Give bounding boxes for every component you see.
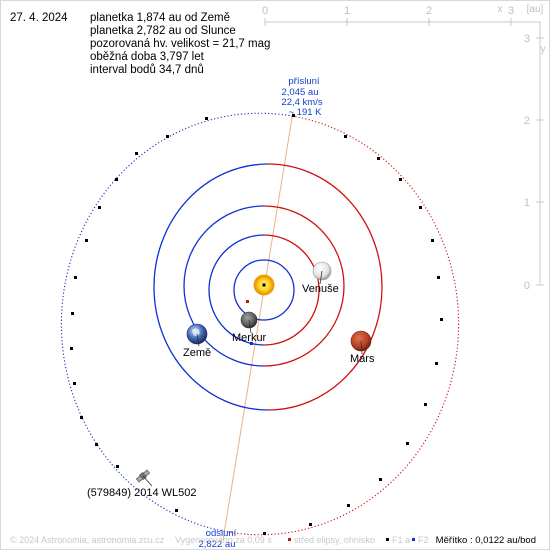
top-axis <box>264 18 540 26</box>
copyright-text: © 2024 Astronomia, astronomia.zcu.cz <box>10 535 165 545</box>
orbit-point <box>73 382 76 385</box>
orbit-point <box>135 152 138 155</box>
earth-label: Země <box>183 347 211 359</box>
orbit-point <box>70 347 73 350</box>
venus-label-pointer <box>319 270 323 285</box>
perihelion-temperature: ~ 191 K <box>288 107 322 118</box>
mars-label-pointer <box>360 340 363 355</box>
orbit-point <box>292 114 295 117</box>
mercury-label: Merkur <box>232 332 267 344</box>
asteroid-label: (579849) 2014 WL502 <box>87 487 196 499</box>
orbit-point <box>424 403 427 406</box>
legend-f1-label: F1 a <box>392 535 411 545</box>
mars-label: Mars <box>350 353 375 365</box>
orbit-point <box>175 509 178 512</box>
info-block: planetka 1,874 au od Země planetka 2,782… <box>90 12 270 77</box>
x-axis-label: x <box>498 4 503 15</box>
orbit-point <box>166 135 169 138</box>
aphelion-title: odsluní <box>206 528 237 539</box>
asteroid-orbit-red <box>227 115 460 536</box>
legend-f2-marker <box>412 538 415 541</box>
orbit-point <box>440 318 443 321</box>
asteroid-label-pointer <box>142 475 153 487</box>
scale-label: Měřítko : 0,0122 au/bod <box>435 535 536 546</box>
earth-cloud-shape <box>192 328 200 337</box>
info-point-interval: interval bodů 34,7 dnů <box>90 64 204 76</box>
focus-f1-marker <box>262 283 266 287</box>
ellipse-center-marker <box>246 300 249 303</box>
orbit-point <box>80 416 83 419</box>
right-tick-0: 0 <box>524 280 530 292</box>
orbit-point <box>399 178 402 181</box>
earth-orbit-red <box>263 205 345 367</box>
right-tick-1: 1 <box>524 197 530 209</box>
orbit-point <box>71 312 74 315</box>
aphelion-distance: 2,822 au <box>199 539 236 550</box>
focus-f2-marker <box>250 342 253 345</box>
perihelion-distance: 2,045 au <box>282 87 319 98</box>
orbit-point <box>347 504 350 507</box>
orbit-point <box>98 206 101 209</box>
venus-label: Venuše <box>302 283 339 295</box>
asteroid-orbit-blue <box>60 112 293 533</box>
orbit-point <box>437 276 440 279</box>
earth-orbit-blue <box>183 205 265 367</box>
orbit-point <box>377 157 380 160</box>
orbit-point <box>379 478 382 481</box>
top-tick-1: 1 <box>344 5 350 17</box>
orbit-point <box>406 442 409 445</box>
right-tick-3: 3 <box>524 33 530 45</box>
right-axis <box>536 22 544 286</box>
generation-time: Vygenerováno za 0,09 s <box>175 535 272 545</box>
legend-f2-label: F2 <box>418 535 429 545</box>
date-label: 27. 4. 2024 <box>10 12 68 24</box>
orbit-point <box>344 135 347 138</box>
info-earth-distance: planetka 1,874 au od Země <box>90 12 231 24</box>
orbit-point <box>85 239 88 242</box>
info-sun-distance: planetka 2,782 au od Slunce <box>90 25 236 37</box>
info-magnitude: pozorovaná hv. velikost = 21,7 mag <box>90 38 271 50</box>
asteroid-orbit-markers <box>70 114 443 535</box>
legend-center-label: střed elipsy, ohnisko <box>294 535 375 545</box>
orbit-point <box>431 239 434 242</box>
unit-label: [au] <box>527 4 544 15</box>
top-tick-0: 0 <box>262 5 268 17</box>
venus-orbit-red <box>263 234 320 346</box>
mars-orbit-red <box>267 163 383 411</box>
perihelion-label: přísluní 2,045 au 22,4 km/s ~ 191 K <box>281 76 322 118</box>
orbit-point <box>435 362 438 365</box>
orbit-point <box>419 206 422 209</box>
orbit-point <box>309 523 312 526</box>
top-tick-3: 3 <box>508 5 514 17</box>
orbit-point <box>205 117 208 120</box>
venus-orbit-blue <box>208 234 265 346</box>
orbit-point <box>115 178 118 181</box>
aphelion-label: odsluní 2,822 au <box>199 528 237 550</box>
right-tick-2: 2 <box>524 115 530 127</box>
earth-label-pointer <box>196 333 200 347</box>
mars-orbit-blue <box>153 163 269 411</box>
orbit-point <box>263 532 266 535</box>
info-orbital-period: oběžná doba 3,797 let <box>90 51 204 63</box>
y-axis-label: y <box>541 44 546 55</box>
mercury-label-pointer <box>248 319 252 334</box>
orbit-point <box>74 276 77 279</box>
apsis-line <box>222 111 294 541</box>
perihelion-speed: 22,4 km/s <box>281 97 322 108</box>
perihelion-title: přísluní <box>288 76 320 87</box>
orbit-point <box>116 465 119 468</box>
legend-center-marker <box>288 538 291 541</box>
orbit-point <box>95 443 98 446</box>
top-tick-2: 2 <box>426 5 432 17</box>
legend-f1-marker <box>386 538 389 541</box>
mercury-orbit <box>233 259 295 321</box>
